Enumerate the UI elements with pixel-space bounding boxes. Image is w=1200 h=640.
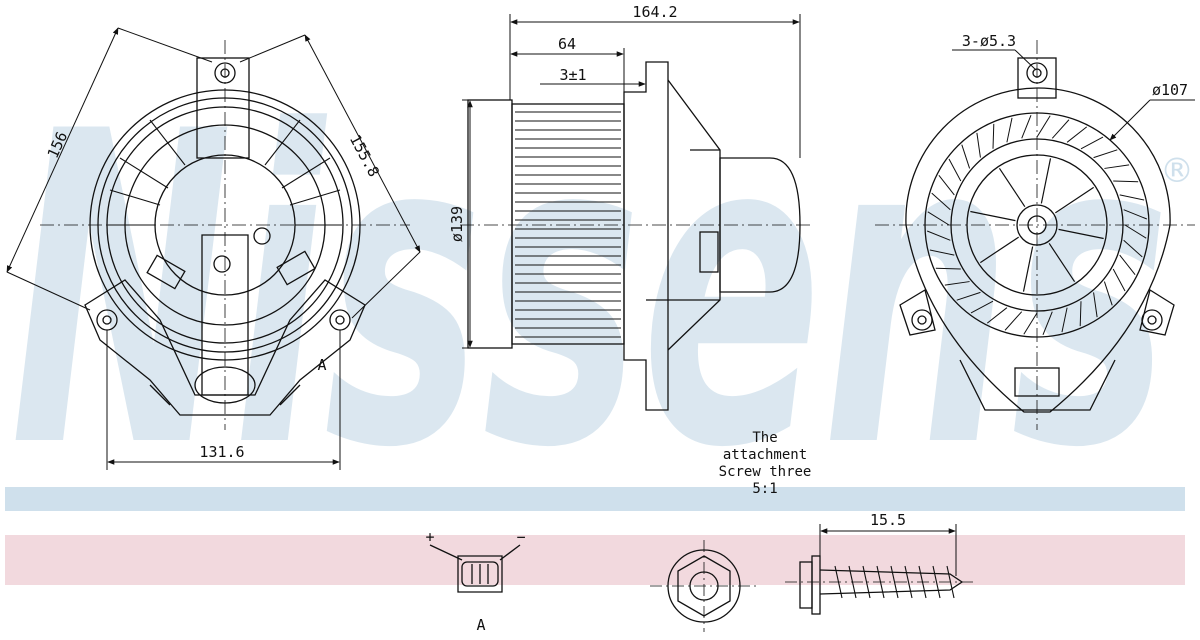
fan-blade (926, 230, 951, 241)
wheel-spoke (998, 167, 1026, 207)
connector-a (429, 544, 521, 593)
screw-thread (876, 565, 885, 599)
connector-minus: − (516, 528, 525, 546)
rear-view (875, 40, 1195, 430)
fan-blade (1123, 209, 1148, 220)
fan-blade (1103, 281, 1113, 306)
dim-screw-length: 15.5 (870, 511, 906, 529)
screw-thread (932, 565, 941, 599)
connector-label: A (476, 616, 485, 634)
screw-thread (862, 565, 871, 599)
screw-head-view (650, 540, 760, 632)
fan-blade (961, 144, 971, 169)
fan-blade (1066, 126, 1088, 143)
fan-blade (970, 300, 994, 314)
screw-thread (918, 565, 927, 599)
front-dimensions (6, 27, 421, 470)
fan-blade (1093, 149, 1118, 159)
note-line-1: The (752, 430, 778, 446)
note-line-2: attachment (722, 447, 808, 463)
dim-rear-diameter: ø107 (1152, 81, 1188, 99)
attachment-note: The attachment Screw three 5:1 (700, 430, 830, 498)
fan-blade (1021, 114, 1032, 139)
fan-blade (927, 211, 950, 226)
dim-side-offset: 3±1 (559, 66, 586, 84)
dim-front-width: 131.6 (199, 443, 244, 461)
fan-blade (1119, 254, 1136, 276)
label-A-front: A (317, 356, 326, 374)
wheel-spoke (1055, 186, 1095, 214)
fan-blade (935, 267, 961, 270)
side-view (460, 61, 810, 411)
fan-blade (944, 281, 970, 286)
fan-blade (1051, 119, 1070, 139)
fan-blade (1061, 307, 1068, 333)
fan-blade (931, 192, 951, 211)
wheel-spoke (979, 236, 1019, 264)
screw-thread (848, 565, 857, 599)
fan-blade (1112, 268, 1126, 292)
fan-blade (1093, 292, 1098, 318)
dim-side-total-length: 164.2 (632, 3, 677, 21)
screw-dimension (819, 524, 957, 576)
fan-blade (1119, 194, 1145, 201)
fan-blade (938, 174, 955, 196)
rear-dimensions (952, 49, 1195, 141)
note-line-4: 5:1 (752, 481, 778, 497)
pink-strip (5, 535, 1185, 585)
wheel-spoke (1048, 243, 1076, 283)
dim-side-diameter: ø139 (448, 206, 466, 242)
dim-side-length-64: 64 (558, 35, 576, 53)
side-dimensions (462, 14, 801, 349)
wheel-spoke (1058, 228, 1104, 240)
screw-thread (890, 565, 899, 599)
fan-blade (948, 158, 962, 182)
wheel-spoke (1022, 246, 1034, 292)
connector-plus: + (425, 528, 434, 546)
fan-blade (1080, 136, 1104, 150)
fan-blade (929, 249, 955, 256)
fan-blade (1006, 117, 1013, 143)
fan-blade (956, 291, 981, 301)
watermark-band (5, 487, 1185, 511)
fan-blade (1123, 239, 1143, 258)
wheel-spoke (1040, 158, 1052, 204)
fan-blade (1023, 312, 1038, 335)
fan-blade (1113, 180, 1139, 183)
screw-thread (834, 565, 843, 599)
note-line-3: Screw three (718, 464, 812, 480)
fan-blade (1124, 224, 1147, 239)
screw-thread (946, 565, 955, 599)
screw-side-view (785, 555, 975, 615)
fan-blade (1004, 311, 1023, 331)
fan-blade (1036, 115, 1051, 138)
screw-thread (904, 565, 913, 599)
fan-blade (1042, 311, 1053, 336)
fan-blade (986, 307, 1008, 324)
wheel-spoke (970, 210, 1016, 222)
fan-blade (1104, 164, 1130, 169)
fan-blade (1079, 301, 1082, 327)
fan-blade (992, 123, 995, 149)
dim-rear-holes: 3-ø5.3 (962, 32, 1016, 50)
fan-blade (976, 132, 981, 158)
